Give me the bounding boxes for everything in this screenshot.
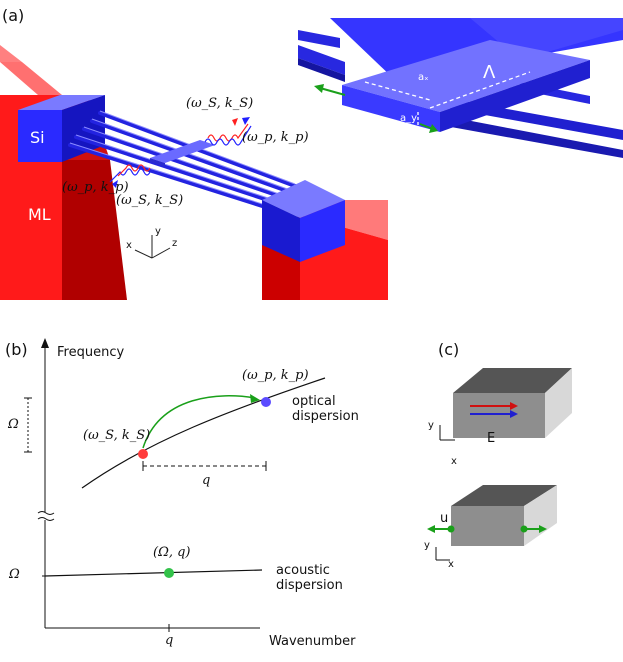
e-field-label: E — [487, 431, 496, 446]
bottom-block-top — [451, 485, 557, 506]
upper-pump-wave — [204, 125, 252, 146]
si-label: Si — [30, 128, 45, 147]
top-block-top — [453, 368, 572, 393]
axis-y-label: y — [155, 226, 161, 237]
x-tick-q: q — [165, 633, 174, 648]
pump-point — [261, 397, 271, 407]
acoustic-dispersion-curve — [44, 569, 263, 577]
stokes-point — [138, 449, 148, 459]
inset-main-block-side — [440, 60, 590, 132]
upper-beam-label-1: (ω_S, k_S) — [186, 96, 254, 111]
right-si-top — [262, 180, 345, 218]
inset-waveguide-zoom — [298, 18, 623, 158]
displacement-label: u — [440, 511, 449, 526]
inset-main-block-top — [342, 40, 590, 112]
bottom-block-front — [451, 506, 524, 546]
top-axis-y: y — [428, 420, 434, 431]
bottom-block-side — [524, 485, 557, 546]
axis-z-label: z — [172, 238, 178, 249]
optical-label-2: dispersion — [292, 409, 359, 424]
axes-triad — [134, 235, 171, 259]
panel-c-label: (c) — [438, 340, 460, 359]
right-si-left — [262, 200, 300, 262]
lower-pump-wave — [109, 168, 151, 183]
q-gap-label: q — [202, 473, 211, 488]
x-axis-title: Wavenumber — [269, 634, 356, 649]
y-axis-title: Frequency — [57, 345, 125, 360]
lower-beam-label-2: (ω_S, k_S) — [116, 193, 184, 208]
panel-a-illustration — [0, 18, 623, 300]
lower-stokes-wave — [117, 164, 151, 177]
nanowire-beams — [68, 111, 297, 212]
acoustic-label-1: acoustic — [276, 563, 330, 578]
upper-stokes-wave — [207, 123, 249, 142]
scattering-arrow — [142, 395, 256, 449]
ml-label: ML — [28, 205, 51, 224]
acoustic-point — [164, 568, 174, 578]
optical-label-1: optical — [292, 394, 336, 409]
axis-x-label: x — [126, 240, 132, 251]
pump-point-label: (ω_p, k_p) — [242, 368, 309, 383]
left-si-top — [18, 95, 105, 110]
axis-break-mark — [37, 511, 55, 521]
left-substrate-top-back — [0, 45, 22, 62]
inset-ay-label: a_y — [400, 113, 418, 124]
top-block-front — [453, 393, 545, 438]
acoustic-point-label: (Ω, q) — [153, 545, 191, 560]
panel-b-label: (b) — [5, 340, 28, 359]
left-substrate-top — [0, 62, 62, 95]
omega-bracket-label: Ω — [8, 417, 19, 432]
left-si-front — [18, 110, 62, 162]
right-si-front — [300, 200, 345, 262]
y-tick-omega: Ω — [9, 567, 20, 582]
upper-beam-label-2: (ω_p, k_p) — [242, 130, 309, 145]
lower-beam-label-1: (ω_p, k_p) — [62, 180, 129, 195]
bottom-axis-y: y — [424, 540, 430, 551]
top-block-side — [545, 368, 572, 438]
left-substrate-side — [62, 160, 127, 300]
center-crossbar — [150, 140, 215, 163]
inset-main-block-front — [342, 85, 440, 132]
bottom-axis-x: x — [448, 559, 454, 570]
inset-ax-label: aₓ — [418, 72, 429, 83]
acoustic-label-2: dispersion — [276, 578, 343, 593]
inset-lambda-label: Λ — [483, 62, 496, 83]
top-axis-x: x — [451, 456, 457, 467]
panel-a-label: (a) — [2, 6, 25, 25]
stokes-point-label: (ω_S, k_S) — [83, 428, 151, 443]
